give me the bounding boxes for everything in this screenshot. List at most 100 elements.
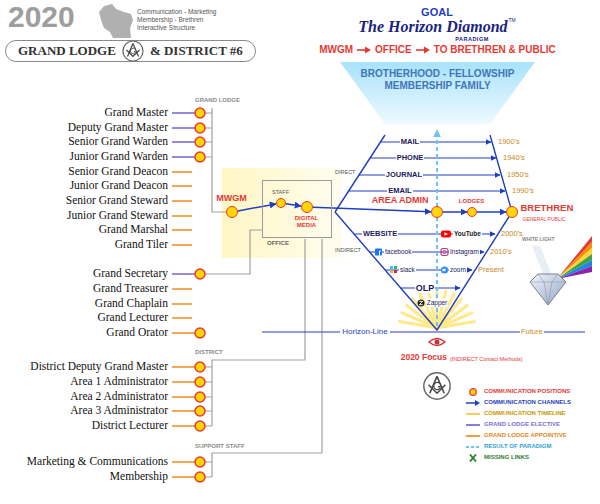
label-text: The Horizon Diamond bbox=[358, 18, 507, 36]
label-text: Grand Secretary bbox=[93, 267, 168, 280]
circle-shape bbox=[195, 152, 205, 162]
circle-shape bbox=[195, 362, 205, 372]
line-shape bbox=[172, 156, 195, 158]
banner-text: & DISTRICT #6 bbox=[150, 44, 243, 59]
legend-sample bbox=[466, 388, 480, 396]
label-text: MWGM bbox=[319, 44, 353, 56]
line-shape bbox=[172, 303, 192, 305]
label-text: MAIL bbox=[400, 138, 420, 147]
path-shape bbox=[424, 46, 430, 53]
wisconsin-map bbox=[99, 4, 133, 38]
flow-arrow bbox=[357, 46, 371, 54]
span-shape: COMMUNICATION TIMELINE bbox=[484, 410, 566, 417]
circle-shape bbox=[195, 377, 205, 387]
masonic-emblem bbox=[122, 40, 144, 62]
legend-text: GRAND LODGE ELECTIVE bbox=[484, 421, 560, 428]
legend-sample bbox=[466, 432, 480, 440]
circle-shape bbox=[424, 373, 450, 399]
label-text: District Deputy Grand Master bbox=[30, 360, 168, 373]
sun-ray bbox=[428, 291, 437, 328]
band-text: BROTHERHOOD - FELLOWSHIP MEMBERSHIP FAMI… bbox=[353, 68, 523, 92]
line-shape bbox=[172, 476, 195, 478]
label-text: PHONE bbox=[396, 154, 425, 163]
label-text: DISTRICT bbox=[195, 349, 223, 356]
span-shape: MISSING LINKS bbox=[484, 454, 529, 461]
label-text: Area 2 Administrator bbox=[70, 390, 168, 403]
polygon-shape bbox=[557, 266, 592, 279]
node-label: MWGM bbox=[216, 193, 247, 203]
path-shape bbox=[380, 251, 382, 256]
label-text: Junior Grand Steward bbox=[67, 209, 168, 222]
label-text: PARADIGM bbox=[455, 36, 489, 42]
span-shape: GRAND LODGE ELECTIVE bbox=[484, 421, 560, 428]
glow-band bbox=[222, 168, 342, 258]
div-shape: MISSING LINKS bbox=[466, 452, 571, 463]
label-text: Membership bbox=[110, 470, 168, 483]
span-shape: TO BRETHREN & PUBLIC bbox=[434, 44, 556, 56]
line-shape bbox=[172, 215, 192, 217]
line-shape bbox=[370, 157, 496, 158]
instagram-icon bbox=[441, 249, 448, 256]
legend-sample bbox=[466, 399, 480, 407]
label-text: facebook bbox=[384, 248, 412, 255]
legend-text: COMMUNICATION CHANNELS bbox=[484, 399, 571, 406]
slack-icon bbox=[390, 266, 397, 273]
label-text: WHITE LIGHT bbox=[522, 237, 555, 243]
connector-arrow bbox=[238, 204, 276, 211]
line-shape bbox=[172, 317, 192, 319]
youtube-icon bbox=[441, 231, 451, 238]
box-heading: OFFICE bbox=[267, 240, 289, 247]
g-shape bbox=[172, 113, 195, 274]
path-shape bbox=[475, 400, 480, 406]
path-shape bbox=[445, 232, 449, 235]
line-shape bbox=[359, 174, 500, 175]
node-label: DIGITAL MEDIA bbox=[287, 215, 327, 228]
label-text: Deputy Grand Master bbox=[68, 121, 168, 134]
diamond-gem bbox=[530, 274, 566, 305]
rainbow bbox=[557, 236, 592, 279]
line-shape bbox=[172, 381, 195, 383]
label-text: Grand Chaplain bbox=[95, 297, 168, 310]
label-text: Junior Grand Warden bbox=[69, 150, 168, 163]
label-text: 1900's bbox=[498, 138, 520, 147]
node-label: BRETHREN bbox=[521, 203, 574, 214]
path-shape bbox=[130, 48, 135, 54]
circle-shape bbox=[195, 392, 205, 402]
span-shape: COMMUNICATION POSITIONS bbox=[484, 388, 570, 395]
node-label: AREA ADMIN bbox=[372, 195, 429, 205]
position-circles bbox=[195, 108, 205, 482]
label-text: WEBSITE bbox=[362, 230, 398, 239]
circle-shape bbox=[443, 250, 446, 253]
line-shape bbox=[380, 141, 491, 142]
span-shape: MWGM bbox=[319, 44, 353, 56]
eye-pupil bbox=[435, 340, 440, 345]
position-circle: MWGM bbox=[226, 206, 238, 218]
zapper-icon bbox=[418, 300, 425, 307]
rect-shape bbox=[390, 270, 393, 273]
path-shape bbox=[335, 135, 512, 330]
label-text: District Lecturer bbox=[92, 419, 168, 432]
path-shape bbox=[205, 230, 262, 274]
div-shape: GRAND LODGE ELECTIVE bbox=[466, 419, 571, 430]
node-label: STAFF bbox=[272, 189, 289, 195]
path-shape bbox=[357, 49, 366, 51]
div-shape: GRAND LODGE APPOINTIVE bbox=[466, 430, 571, 441]
circle-shape bbox=[195, 472, 205, 482]
label-text: Grand Marshal bbox=[99, 223, 168, 236]
legend-text: COMMUNICATION POSITIONS bbox=[484, 388, 570, 395]
zoom-icon bbox=[441, 266, 448, 273]
circle-shape bbox=[470, 388, 477, 395]
label-text: Grand Lecturer bbox=[97, 311, 168, 324]
line-shape bbox=[172, 461, 195, 463]
circle-shape bbox=[195, 406, 205, 416]
label-text: INDIRECT bbox=[335, 247, 361, 253]
eye-icon bbox=[429, 339, 445, 346]
label-text: 2020 Focus bbox=[401, 353, 447, 363]
goal-heading-row: The Horizon DiamondTM bbox=[337, 18, 537, 36]
legend-text: GRAND LODGE APPOINTIVE bbox=[484, 432, 567, 439]
line-shape bbox=[349, 190, 505, 191]
legend-text: MISSING LINKS bbox=[484, 454, 529, 461]
label-text: zoom bbox=[449, 266, 467, 273]
circle-shape bbox=[195, 328, 205, 338]
